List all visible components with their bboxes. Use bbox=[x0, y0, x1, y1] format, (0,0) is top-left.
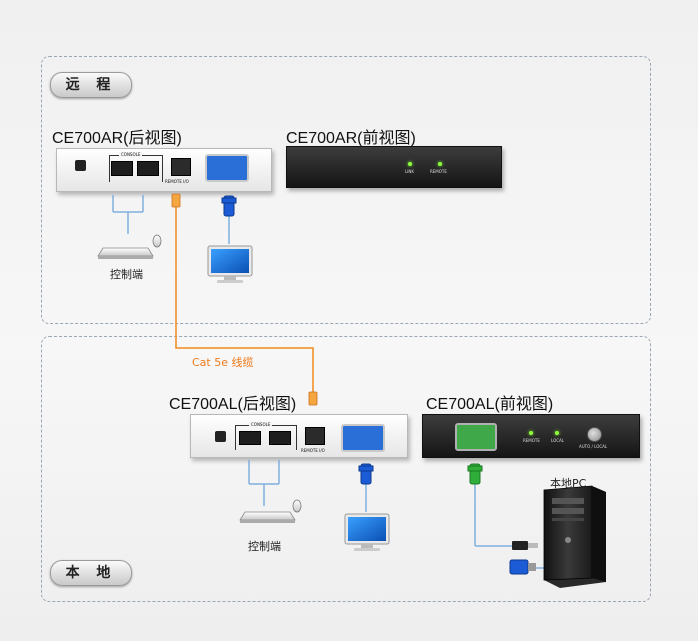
auto-local-label: AUTO / LOCAL bbox=[579, 444, 608, 449]
power-jack bbox=[215, 431, 226, 442]
power-jack bbox=[75, 160, 86, 171]
ce700al-rear-title: CE700AL(后视图) bbox=[169, 396, 297, 413]
vga-port bbox=[205, 154, 249, 182]
usb-port-mouse bbox=[137, 161, 159, 176]
local-console-wiring bbox=[248, 460, 367, 512]
remote-console-wiring bbox=[112, 195, 230, 244]
cable-label: Cat 5e 线缆 bbox=[192, 356, 254, 369]
remote-io-label: REMOTE I/O bbox=[165, 179, 189, 184]
ce700ar-rear-title: CE700AR(后视图) bbox=[52, 130, 182, 147]
console-label: CONSOLE bbox=[119, 152, 143, 157]
remote-led bbox=[438, 162, 442, 166]
remote-panel bbox=[41, 56, 651, 324]
ce700al-rear-panel: CONSOLE REMOTE I/O bbox=[190, 414, 408, 458]
remote-led bbox=[529, 431, 533, 435]
remote-zone-label: 远 程 bbox=[50, 72, 132, 98]
usb-port-keyboard bbox=[111, 161, 133, 176]
local-zone-label: 本 地 bbox=[50, 560, 132, 586]
remote-label: REMOTE bbox=[523, 438, 540, 443]
local-led bbox=[555, 431, 559, 435]
auto-local-button[interactable] bbox=[587, 427, 602, 442]
local-label: LOCAL bbox=[551, 438, 564, 443]
rj45-connector-icon bbox=[171, 193, 181, 208]
link-label: LINK bbox=[405, 169, 415, 174]
monitor-icon bbox=[207, 245, 253, 283]
keyboard-icon bbox=[239, 511, 296, 523]
ce700al-front-title: CE700AL(前视图) bbox=[426, 396, 554, 413]
pc-tower-icon bbox=[543, 485, 606, 588]
vga-connector-icon bbox=[467, 463, 483, 485]
rj45-port bbox=[305, 427, 325, 445]
vga-connector-icon bbox=[221, 195, 237, 217]
ce700ar-rear-panel: CONSOLE REMOTE I/O bbox=[56, 148, 272, 192]
pc-cable-wiring bbox=[474, 484, 544, 569]
ce700ar-front-panel: LINK REMOTE bbox=[286, 146, 502, 188]
cat5e-cable bbox=[171, 193, 318, 406]
ce700ar-front-title: CE700AR(前视图) bbox=[286, 130, 416, 147]
usb-port-keyboard bbox=[239, 431, 261, 445]
vga-connector-icon bbox=[358, 463, 374, 485]
vga-port-green bbox=[455, 423, 497, 451]
remote-label: REMOTE bbox=[430, 169, 447, 174]
monitor-icon bbox=[344, 513, 390, 551]
vga-connector-icon bbox=[509, 559, 536, 575]
usb-port-mouse bbox=[269, 431, 291, 445]
local-pc-caption: 本地PC bbox=[550, 477, 587, 490]
remote-io-label: REMOTE I/O bbox=[301, 448, 325, 453]
local-panel bbox=[41, 336, 651, 602]
rj45-connector-icon bbox=[308, 391, 318, 406]
keyboard-icon bbox=[97, 247, 154, 259]
mouse-icon bbox=[152, 234, 162, 248]
usb-connector-icon bbox=[512, 541, 538, 550]
console-label: CONSOLE bbox=[249, 422, 273, 427]
rj45-port bbox=[171, 158, 191, 176]
ce700al-front-panel: REMOTE LOCAL AUTO / LOCAL bbox=[422, 414, 640, 458]
remote-console-caption: 控制端 bbox=[110, 268, 143, 281]
local-console-caption: 控制端 bbox=[248, 540, 281, 553]
link-led bbox=[408, 162, 412, 166]
vga-port bbox=[341, 424, 385, 452]
mouse-icon bbox=[292, 499, 302, 513]
